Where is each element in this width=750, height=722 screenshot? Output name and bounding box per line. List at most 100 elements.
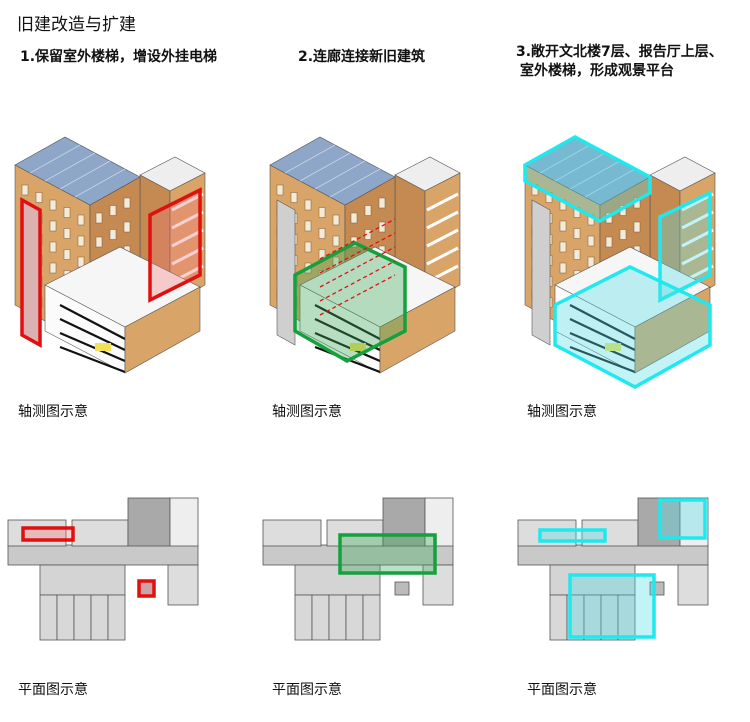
window [95, 212, 103, 224]
window [304, 199, 312, 211]
floor-slab [569, 304, 636, 340]
roof-grid-line [299, 152, 351, 182]
balcony [681, 192, 714, 212]
room [71, 519, 129, 547]
plan-caption-1: 平面图示意 [18, 682, 88, 698]
window [35, 192, 43, 203]
plan-highlight [568, 573, 656, 639]
floor-slab [314, 331, 381, 363]
step-1-title: 1.保留室外楼梯，增设外挂电梯 [20, 49, 218, 65]
roof-grid-line [569, 160, 621, 190]
window [332, 214, 340, 226]
window [49, 199, 57, 211]
window [364, 205, 372, 216]
window [63, 249, 71, 260]
window [77, 235, 85, 247]
connection-arrow [319, 218, 396, 260]
floor-slab [314, 318, 381, 351]
hall [127, 497, 171, 547]
room [294, 594, 313, 641]
room [424, 497, 454, 547]
floor-slab [314, 304, 381, 340]
floor-slab [59, 318, 126, 351]
elevator [394, 581, 410, 596]
plan-highlight [137, 579, 156, 598]
room [167, 564, 199, 606]
window [587, 235, 595, 247]
window [49, 241, 57, 253]
window [123, 221, 131, 233]
floor-slab [59, 304, 126, 340]
window [378, 221, 386, 233]
window [77, 214, 85, 226]
window [49, 220, 57, 232]
window [619, 229, 627, 240]
roof-grid-line [584, 168, 636, 198]
floor-slab [59, 345, 126, 374]
highlight-zone [523, 135, 652, 223]
window [350, 212, 358, 224]
plan-caption-2: 平面图示意 [272, 682, 342, 698]
room [311, 594, 330, 641]
window [49, 262, 57, 274]
connection-arrow [319, 246, 396, 288]
window [304, 220, 312, 232]
annex-right-face [379, 286, 456, 374]
window [378, 197, 386, 209]
stair-tower [276, 199, 296, 346]
window [633, 221, 641, 233]
balcony [171, 246, 204, 266]
window [559, 262, 567, 274]
axonometric-diagram-3 [523, 135, 716, 389]
step-3-title-line1: 3.敞开文北楼7层、报告厅上层、 [516, 44, 723, 60]
floor-plan-1 [7, 497, 199, 641]
window [605, 236, 613, 248]
window [290, 192, 298, 203]
axonometric-diagram-1 [14, 136, 206, 374]
balcony [681, 228, 714, 248]
window [276, 184, 284, 196]
window [123, 197, 131, 209]
window [21, 184, 29, 196]
balcony [426, 210, 459, 230]
corridor [7, 544, 199, 566]
balcony [171, 210, 204, 230]
connection-arrow [319, 232, 396, 274]
roof-grid-line [29, 144, 81, 174]
room [677, 564, 709, 606]
window [109, 229, 117, 240]
highlight-zone [658, 190, 712, 303]
balcony [171, 192, 204, 212]
step-2-title: 2.连廊连接新旧建筑 [298, 49, 426, 65]
room [39, 594, 58, 641]
axon-caption-3: 轴测图示意 [527, 404, 597, 420]
balcony [426, 192, 459, 212]
page-title: 旧建改造与扩建 [17, 15, 136, 35]
roof-grid-line [44, 152, 96, 182]
yellow-room [350, 343, 366, 351]
window [109, 205, 117, 216]
yellow-room [605, 343, 621, 351]
room [326, 519, 384, 547]
floor-plan-2 [262, 497, 454, 641]
room [617, 594, 636, 641]
room [328, 594, 347, 641]
room [107, 594, 126, 641]
main-tower-roof [14, 136, 141, 206]
highlight-zone [20, 197, 42, 348]
room [294, 564, 381, 596]
window [573, 228, 581, 239]
window [304, 241, 312, 253]
window [573, 249, 581, 260]
annex-right-face [124, 286, 201, 374]
room [56, 594, 75, 641]
connection-arrow [319, 274, 396, 316]
window [559, 241, 567, 253]
room [73, 594, 92, 641]
balcony [171, 228, 204, 248]
highlight-zone [148, 187, 202, 303]
plan-highlight [658, 498, 707, 540]
roof-grid-line [59, 160, 111, 190]
window [559, 220, 567, 232]
floor-slab [569, 345, 636, 374]
